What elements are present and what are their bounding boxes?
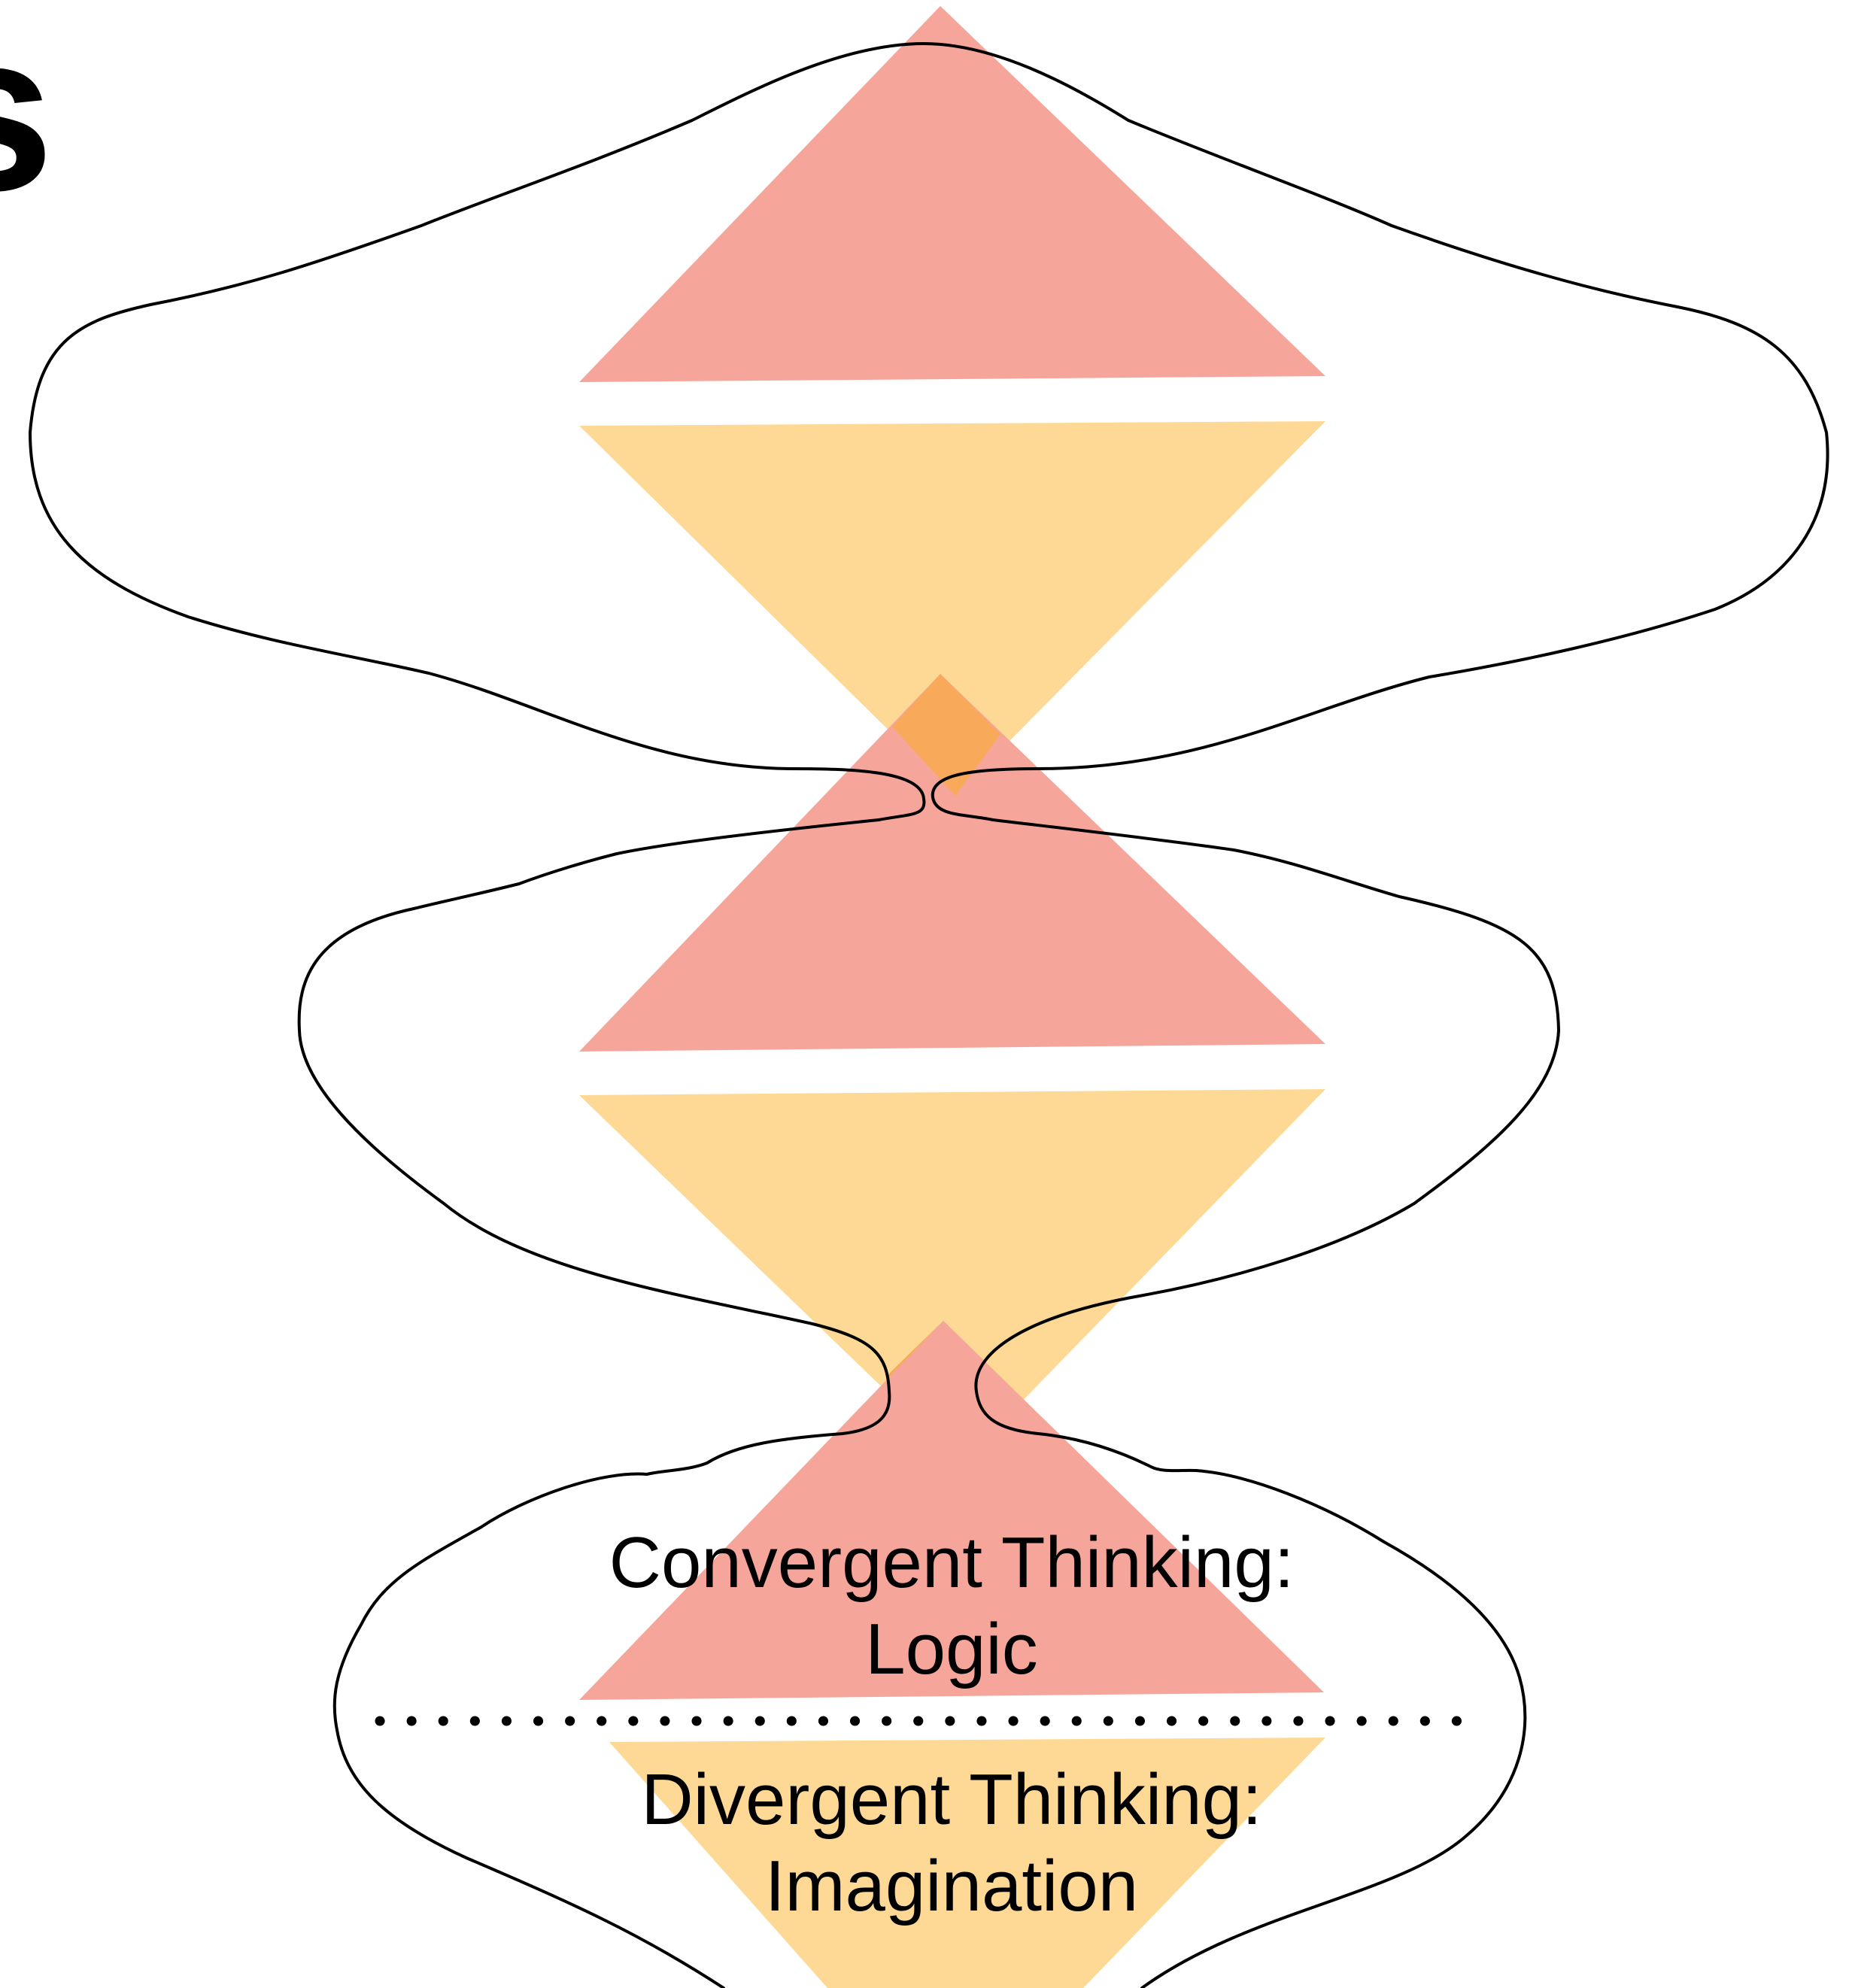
- divergent-label-line2: Imagination: [765, 1846, 1138, 1926]
- convergent-label-line1: Convergent Thinking:: [609, 1522, 1295, 1603]
- divergent-label-line1: Divergent Thinking:: [641, 1759, 1262, 1840]
- convergent-triangle-3: [579, 1321, 1324, 1700]
- stage-1-outline: [29, 42, 926, 1032]
- stage-2-outline: [298, 1029, 891, 1476]
- convergent-label-line2: Logic: [865, 1609, 1038, 1689]
- convergent-triangle-2: [579, 674, 1325, 1052]
- stage-2-outline-right: [974, 1029, 1560, 1473]
- divergent-triangle-3: [609, 1738, 1325, 1988]
- stage-3-outline-right: [1140, 1469, 1527, 1988]
- divergent-triangle-2: [579, 1089, 1325, 1464]
- stage-1-outline-right: [922, 42, 1829, 1032]
- overlap-diamond-1: [892, 674, 1000, 796]
- stage-3-outline: [332, 1472, 725, 1988]
- divergent-triangle-1: [579, 421, 1325, 796]
- corner-title-fragment: s: [0, 0, 54, 238]
- convergent-triangle-1: [579, 6, 1325, 382]
